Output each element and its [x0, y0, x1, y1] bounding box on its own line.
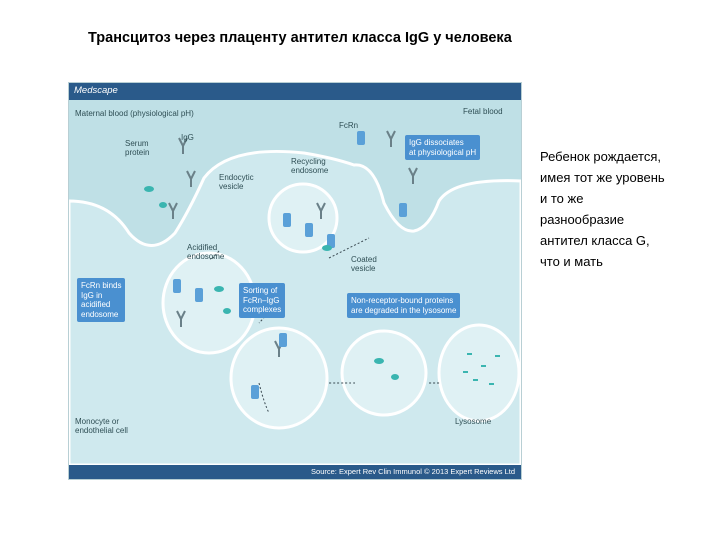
lysosome-label: Lysosome: [455, 417, 491, 426]
slide-title: Трансцитоз через плаценту антител класса…: [88, 30, 512, 46]
side-line-5: антител класса G,: [540, 230, 718, 251]
side-line-3: и то же: [540, 188, 718, 209]
side-line-2: имея тот же уровень: [540, 167, 718, 188]
side-line-1: Ребенок рождается,: [540, 146, 718, 167]
side-line-4: разнообразие: [540, 209, 718, 230]
figure-footer: Source: Expert Rev Clin Immunol © 2013 E…: [69, 465, 521, 479]
fcrn-label: FcRn: [339, 121, 358, 130]
igg-label: IgG: [181, 133, 194, 142]
side-line-6: что и мать: [540, 251, 718, 272]
side-text: Ребенок рождается, имея тот же уровень и…: [540, 146, 718, 272]
fetal-blood-label: Fetal blood: [463, 107, 503, 116]
maternal-blood-label: Maternal blood (physiological pH): [75, 109, 194, 118]
figure-source: Source: Expert Rev Clin Immunol © 2013 E…: [311, 467, 515, 476]
transcytosis-figure: Medscape: [68, 82, 522, 480]
